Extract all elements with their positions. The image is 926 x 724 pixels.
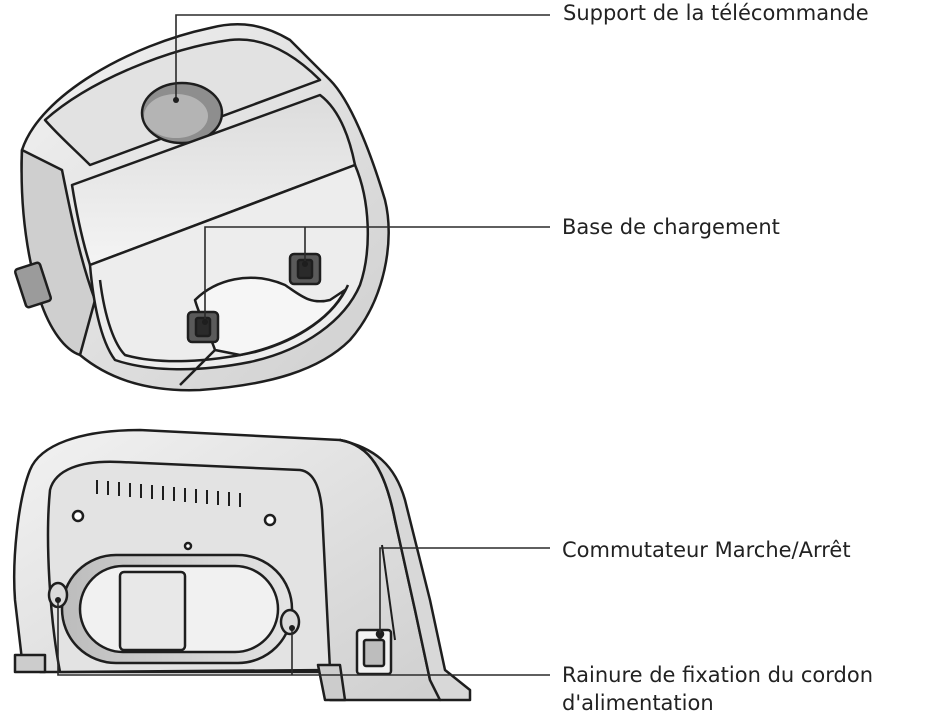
- callout-remote-holder: Support de la télécommande: [563, 1, 869, 25]
- leader-power-switch: [379, 547, 550, 636]
- callout-cord-groove-line2: d'alimentation: [562, 691, 714, 715]
- charging-contact-left: [186, 310, 220, 344]
- leader-charging-base: [204, 226, 550, 322]
- callout-cord-groove-line1: Rainure de fixation du cordon: [562, 663, 874, 687]
- callout-charging-base: Base de chargement: [562, 215, 780, 239]
- power-switch: [355, 628, 393, 676]
- leader-lines: [57, 14, 550, 676]
- charging-base-back-view: [12, 428, 472, 702]
- callout-power-switch: Commutateur Marche/Arrêt: [562, 538, 851, 562]
- leader-cord-groove: [57, 600, 550, 676]
- leader-remote-holder: [175, 14, 550, 100]
- vent-slots: [96, 480, 241, 507]
- charging-base-top-view: [13, 22, 390, 392]
- leader-dots: [55, 97, 383, 639]
- cord-groove-right: [279, 608, 301, 636]
